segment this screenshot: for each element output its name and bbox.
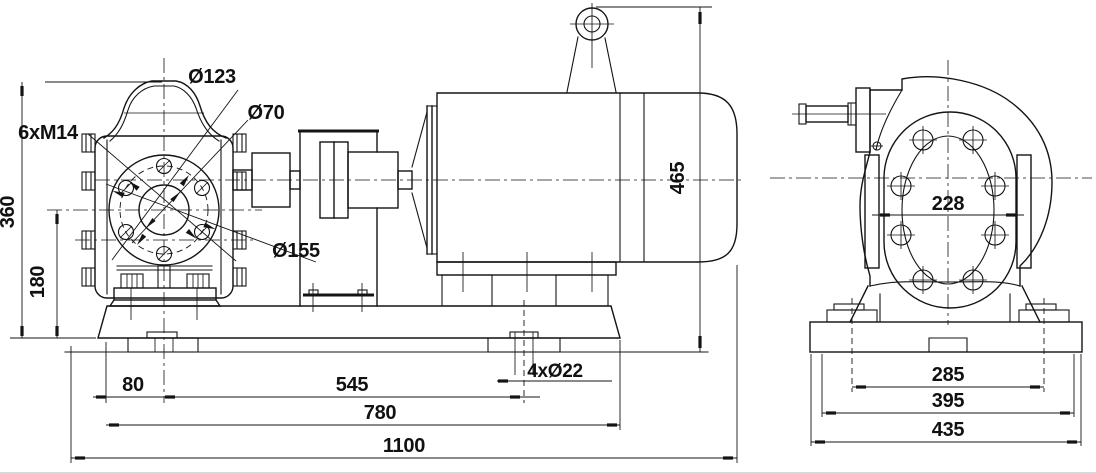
flange-circle-155 xyxy=(108,154,220,266)
port-circle-70 xyxy=(138,184,190,236)
dim-label-360: 360 xyxy=(0,196,19,229)
leader-d155: Ø155 xyxy=(105,183,320,263)
coupling xyxy=(232,129,413,312)
dim-label-228: 228 xyxy=(932,193,965,215)
dim-label-545: 545 xyxy=(336,374,369,396)
dim-label-6xm14: 6xM14 xyxy=(18,122,79,144)
dim-label-780: 780 xyxy=(364,402,397,424)
dim-180: 180 xyxy=(27,210,59,338)
dim-label-1100: 1100 xyxy=(383,435,425,457)
dim-label-395: 395 xyxy=(932,390,965,412)
relief-valve xyxy=(798,87,871,153)
motor-shaft xyxy=(397,170,413,190)
dim-label-435: 435 xyxy=(932,419,965,441)
dim-label-4xd22: 4xØ22 xyxy=(527,361,583,382)
dim-360: 360 xyxy=(0,81,162,339)
dim-label-d155: Ø155 xyxy=(272,240,320,262)
leader-d123: Ø123 xyxy=(111,66,239,261)
dim-label-180: 180 xyxy=(27,266,49,299)
dim-465: 465 xyxy=(596,6,712,352)
dim-80-545: 80 545 xyxy=(93,300,540,403)
baseplate xyxy=(64,305,709,375)
dim-395: 395 xyxy=(821,354,1075,417)
dim-label-80: 80 xyxy=(122,374,144,396)
front-view: 360 180 465 xyxy=(0,3,745,463)
dim-435: 435 xyxy=(810,354,1082,446)
dim-780: 780 xyxy=(106,340,621,430)
dim-label-465: 465 xyxy=(667,162,689,195)
motor-foot xyxy=(436,252,617,307)
dim-label-d123: Ø123 xyxy=(188,66,236,88)
bolt-circle-123 xyxy=(119,165,209,255)
coupling-guard xyxy=(298,129,379,312)
side-baseplate xyxy=(809,321,1083,353)
pump-foot xyxy=(108,265,222,320)
end-cover-inner xyxy=(901,135,995,285)
pump-head xyxy=(81,80,247,320)
leader-d70: Ø70 xyxy=(131,102,285,244)
dim-1100: 1100 xyxy=(70,265,738,463)
rail-right xyxy=(1016,154,1032,269)
dim-label-285: 285 xyxy=(932,364,965,386)
end-cover-flange xyxy=(883,111,1017,309)
dim-228: 228 xyxy=(872,193,1024,217)
casing-side-nuts xyxy=(81,133,247,287)
motor xyxy=(411,3,738,307)
anchor-pad-left xyxy=(127,337,199,353)
pump-dome xyxy=(103,80,227,139)
dimensions-front: 360 180 465 xyxy=(0,6,738,463)
pump-casing-end xyxy=(798,76,1053,309)
bolt-holes-m14 xyxy=(117,157,211,263)
rail-left xyxy=(864,154,880,269)
end-cover-bolts xyxy=(887,126,1009,294)
dim-285: 285 xyxy=(852,364,1044,389)
dim-label-d70: Ø70 xyxy=(248,102,285,124)
lifting-eye xyxy=(566,3,617,93)
dimensions-side: 228 285 395 435 xyxy=(810,193,1082,446)
side-base xyxy=(809,285,1083,392)
motor-body xyxy=(436,92,738,263)
leader-6xm14: 6xM14 xyxy=(18,122,237,262)
side-view: 228 285 395 435 xyxy=(770,60,1092,446)
dim-4xd22: 4xØ22 xyxy=(497,361,612,383)
centerlines xyxy=(47,58,745,403)
